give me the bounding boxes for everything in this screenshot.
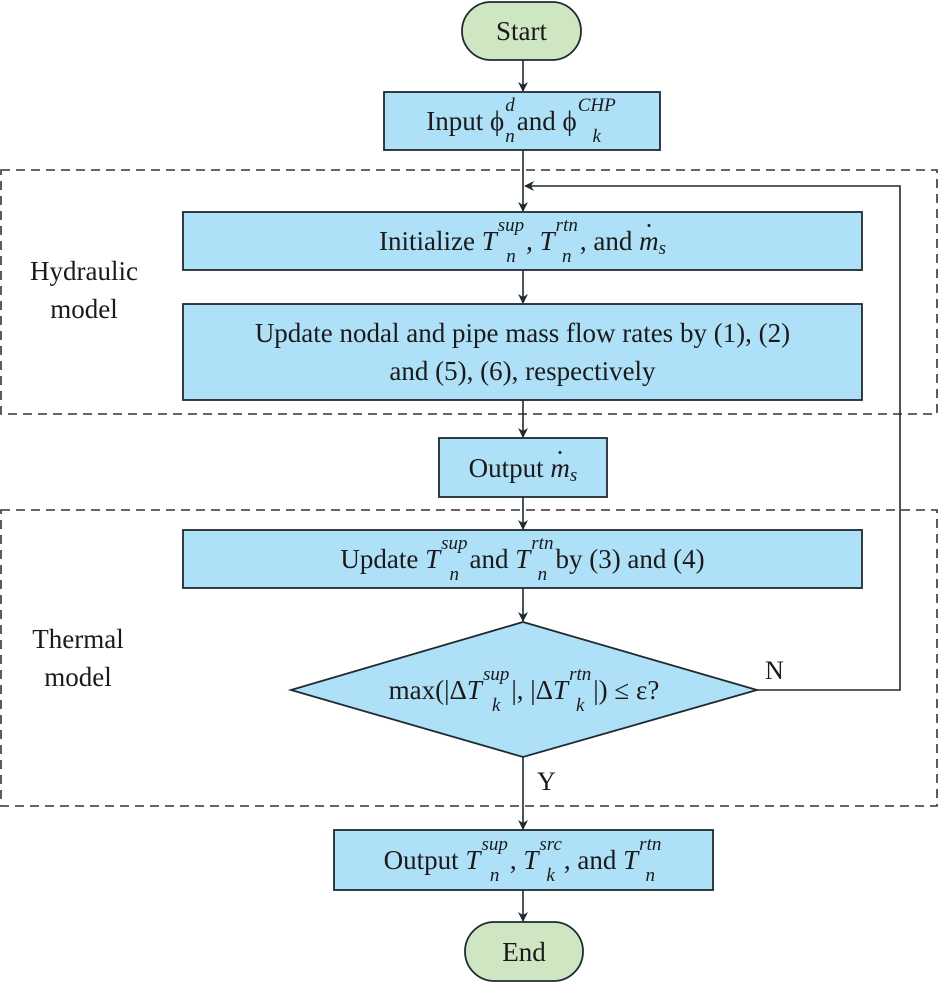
output-final-sep2: , and	[563, 845, 617, 875]
update-temp-suffix: by (3) and (4)	[555, 544, 705, 574]
no-branch-label: N	[765, 656, 784, 685]
initialize-prefix: Initialize	[379, 226, 475, 256]
hydraulic-model-label: Hydraulic model	[14, 252, 154, 328]
t-sup-sup-2: sup	[441, 533, 468, 554]
t-rtn-sup: rtn	[555, 215, 578, 236]
decision-suffix: |) ≤ ε?	[593, 675, 660, 705]
update-mass-box	[182, 303, 863, 401]
initialize-sep2: , and	[579, 226, 633, 256]
dt-rtn-sub: k	[575, 695, 585, 716]
dt-sup-sub: k	[491, 695, 501, 716]
phi-demand-sup: d	[505, 95, 515, 116]
edge-decision-no-feedback	[524, 181, 901, 691]
t-symbol-9: T	[623, 845, 639, 875]
hydraulic-label-line2: model	[50, 294, 118, 324]
t-symbol-5: T	[466, 675, 482, 705]
update-mass-label: Update nodal and pipe mass flow rates by…	[183, 304, 862, 400]
t-rtn-sup-2: rtn	[531, 533, 554, 554]
t-out-rtn-sup: rtn	[639, 834, 662, 855]
start-terminal	[461, 1, 582, 61]
mass-flow-sub: s	[658, 238, 666, 259]
thermal-model-label: Thermal model	[8, 620, 148, 696]
hydraulic-label-line1: Hydraulic	[30, 256, 138, 286]
t-rtn-scripts-2: rtn n	[531, 534, 553, 584]
hydraulic-model-region	[0, 169, 938, 415]
t-sup-sub-2: n	[449, 564, 460, 585]
t-out-rtn-sub: n	[645, 865, 656, 886]
dt-sup-scripts: sup k	[483, 665, 509, 715]
phi-chp-sub: k	[592, 126, 601, 147]
output-final-box	[333, 829, 714, 891]
t-symbol-8: T	[523, 845, 539, 875]
t-out-src-sub: k	[546, 865, 555, 886]
thermal-label-line2: model	[44, 662, 112, 692]
output-final-prefix: Output	[383, 845, 459, 875]
output-final-sep1: ,	[509, 845, 517, 875]
t-sup-sub: n	[506, 246, 516, 267]
decision-prefix: max(|Δ	[388, 675, 467, 705]
input-and: and	[516, 106, 556, 136]
mass-flow-symbol-out: m	[550, 449, 570, 487]
decision-mid: |, |Δ	[511, 675, 554, 705]
initialize-sep1: ,	[526, 226, 533, 256]
t-sup-scripts: sup n	[498, 216, 524, 266]
t-symbol-4: T	[515, 544, 531, 574]
t-out-sup-sup: sup	[481, 834, 508, 855]
update-temp-box	[182, 529, 863, 589]
thermal-model-region	[0, 509, 938, 807]
t-symbol-7: T	[465, 845, 481, 875]
phi-chp-sup: CHP	[577, 95, 616, 116]
phi-symbol: ϕ	[490, 106, 505, 136]
thermal-label-line1: Thermal	[32, 624, 124, 654]
t-rtn-sub: n	[562, 246, 572, 267]
t-out-sup-sub: n	[489, 865, 500, 886]
input-box	[383, 91, 661, 151]
end-text: End	[502, 936, 546, 967]
output-mass-prefix: Output	[468, 452, 544, 483]
update-temp-prefix: Update	[340, 544, 419, 574]
dt-rtn-sup: rtn	[569, 664, 592, 685]
t-out-src-sup: src	[539, 834, 562, 855]
t-sup-sup: sup	[497, 215, 525, 236]
mass-flow-symbol: m	[639, 222, 659, 260]
t-symbol-3: T	[425, 544, 441, 574]
t-rtn-sub-2: n	[537, 564, 548, 585]
convergence-decision	[287, 621, 761, 758]
phi-symbol-2: ϕ	[562, 106, 577, 136]
t-out-src-scripts: src k	[539, 835, 562, 885]
t-out-sup-scripts: sup n	[481, 835, 507, 885]
t-symbol: T	[481, 226, 497, 256]
yes-branch-label: Y	[537, 767, 556, 796]
update-mass-line2: and (5), (6), respectively	[389, 356, 656, 386]
initialize-box	[182, 211, 863, 271]
t-symbol-2: T	[539, 226, 555, 256]
t-symbol-6: T	[553, 675, 569, 705]
mass-flow-sub-out: s	[569, 464, 578, 486]
dt-sup-sup: sup	[482, 664, 510, 685]
t-sup-scripts-2: sup n	[441, 534, 467, 584]
end-terminal	[464, 921, 584, 982]
t-out-rtn-scripts: rtn n	[639, 835, 661, 885]
input-prefix: Input	[426, 106, 484, 136]
phi-chp-scripts: CHP k	[578, 96, 616, 146]
start-label: Start	[462, 2, 581, 60]
end-label: End	[465, 922, 583, 981]
update-mass-line1: Update nodal and pipe mass flow rates by…	[254, 318, 791, 348]
start-text: Start	[496, 16, 547, 46]
output-mass-box	[438, 437, 608, 498]
dt-rtn-scripts: rtn k	[569, 665, 591, 715]
update-temp-and: and	[469, 544, 509, 574]
t-rtn-scripts: rtn n	[556, 216, 578, 266]
phi-demand-sub: n	[505, 126, 515, 147]
